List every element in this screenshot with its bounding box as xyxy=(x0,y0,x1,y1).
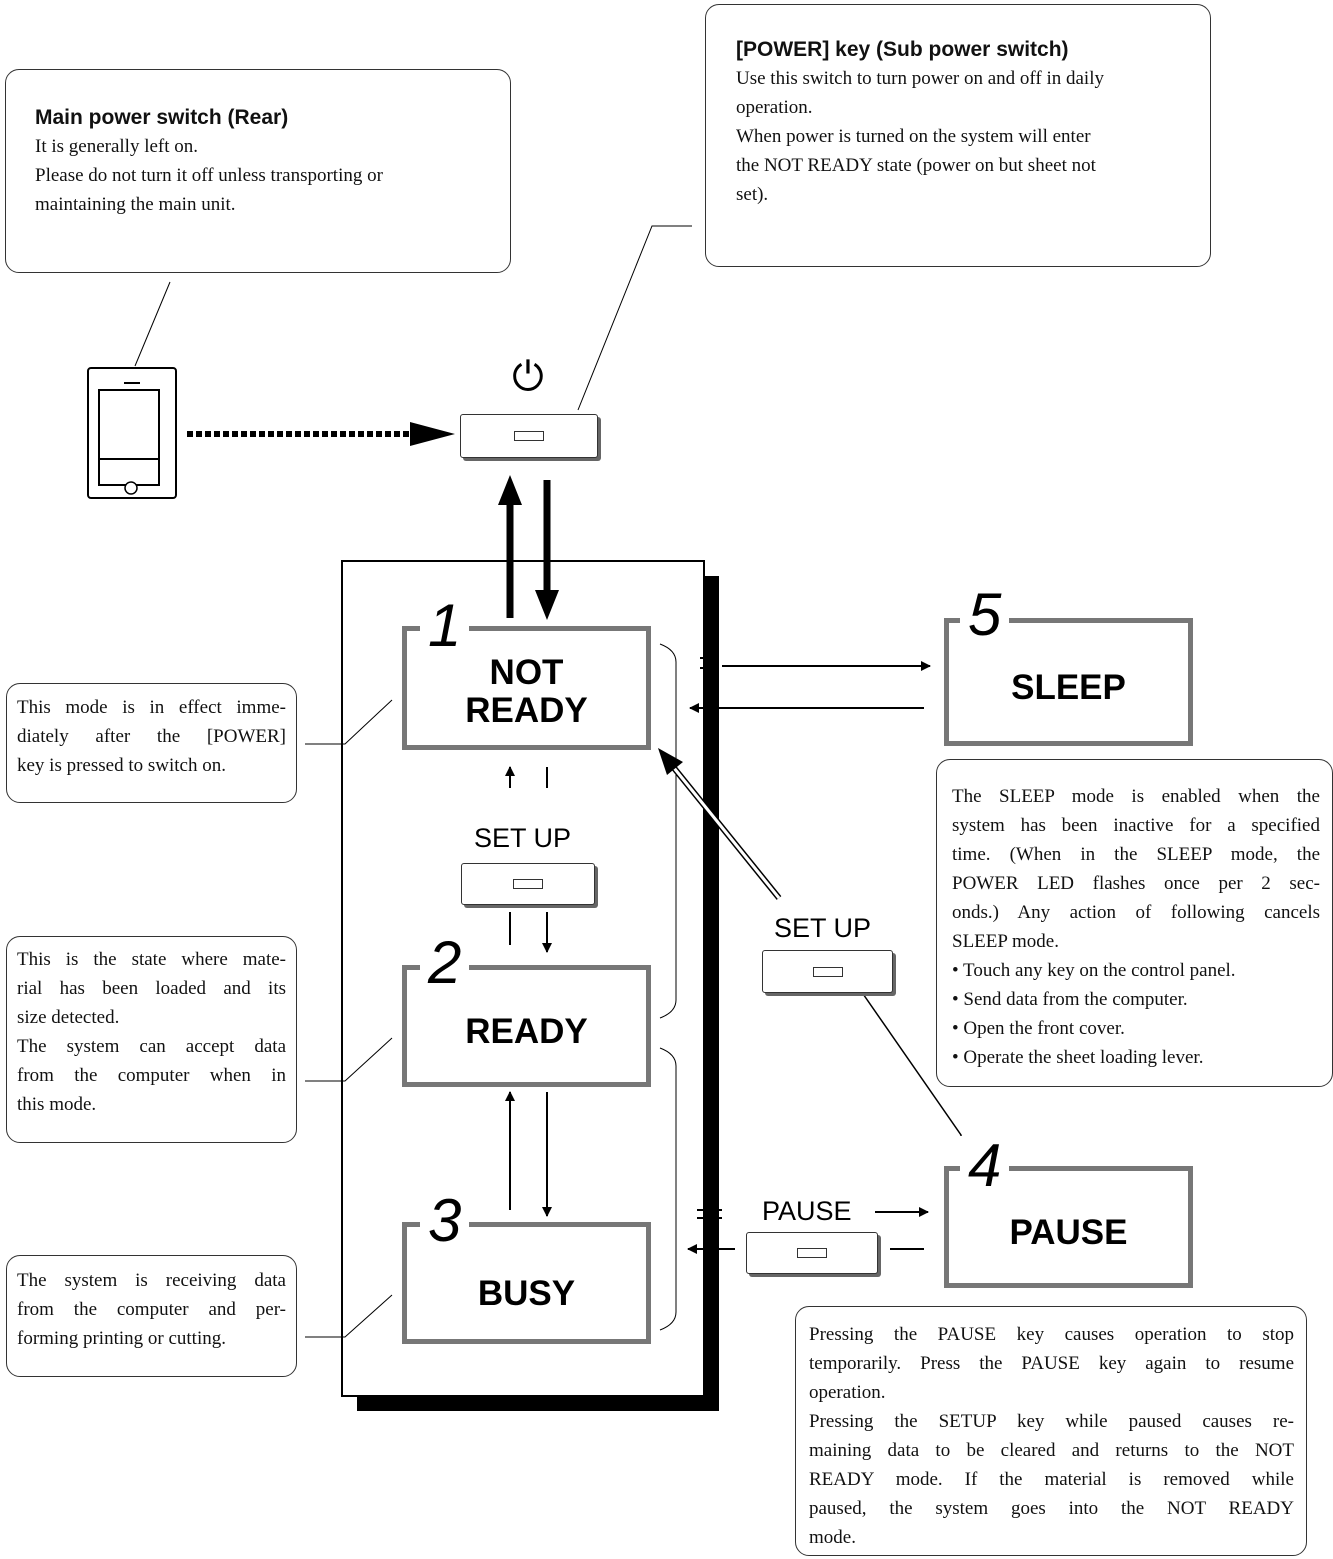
pause-note-line-3: operation. xyxy=(809,1382,886,1403)
dotted-arrowhead xyxy=(410,422,455,446)
sleep-note-line-7: • Touch any key on the control panel. xyxy=(952,960,1236,981)
ready-note-line-4: The system can accept data xyxy=(17,1036,286,1057)
sleep-note-line-5: onds.) Any action of following cancels xyxy=(952,902,1320,923)
state-number-3: 3 xyxy=(420,1191,470,1251)
power-led xyxy=(514,431,544,441)
main-power-callout: Main power switch (Rear) It is generally… xyxy=(5,69,511,273)
busy-leader xyxy=(305,1294,393,1338)
not-ready-note-line-1: This mode is in effect imme- xyxy=(17,697,286,718)
sleep-note-line-3: time. (When in the SLEEP mode, the xyxy=(952,844,1320,865)
ready-note: This is the state where mate- rial has b… xyxy=(6,936,297,1143)
power-key-line-1: Use this switch to turn power on and off… xyxy=(736,68,1104,89)
busy-note-line-2: from the computer and per- xyxy=(17,1299,286,1320)
main-power-line-2: Please do not turn it off unless transpo… xyxy=(35,165,383,186)
pause-key-label: PAUSE xyxy=(762,1196,852,1226)
main-power-title: Main power switch (Rear) xyxy=(35,106,289,129)
power-key-callout: [POWER] key (Sub power switch) Use this … xyxy=(705,4,1211,267)
pause-note-line-5: maining data to be cleared and returns t… xyxy=(809,1440,1294,1461)
setup-key-center[interactable] xyxy=(461,863,595,905)
arrow-from-power-head xyxy=(535,590,559,620)
state-not-ready-label: NOT READY xyxy=(465,654,588,730)
sleep-note-line-6: SLEEP mode. xyxy=(952,931,1059,952)
pause-note-line-4: Pressing the SETUP key while paused caus… xyxy=(809,1411,1294,1432)
bracket-upper xyxy=(659,643,677,1019)
power-key-line-2: operation. xyxy=(736,97,813,118)
power-key[interactable] xyxy=(460,414,598,458)
state-number-2: 2 xyxy=(420,933,470,993)
pause-note: Pressing the PAUSE key causes operation … xyxy=(795,1306,1307,1556)
state-not-ready-line-1: NOT xyxy=(489,653,564,692)
pause-note-line-2: temporarily. Press the PAUSE key again t… xyxy=(809,1353,1294,1374)
sleep-note-line-4: POWER LED flashes once per 2 sec- xyxy=(952,873,1320,894)
state-pause-label: PAUSE xyxy=(1009,1213,1128,1252)
sleep-note-line-10: • Operate the sheet loading lever. xyxy=(952,1047,1204,1068)
ready-note-line-3: size detected. xyxy=(17,1007,120,1028)
power-key-line-3: When power is turned on the system will … xyxy=(736,126,1091,147)
ready-note-line-1: This is the state where mate- xyxy=(17,949,286,970)
setup-arrow-inner xyxy=(668,762,781,899)
main-power-line-3: maintaining the main unit. xyxy=(35,194,236,215)
state-sleep-label: SLEEP xyxy=(1011,668,1126,707)
setup-arrow-head xyxy=(658,748,683,775)
not-ready-note-line-3: key is pressed to switch on. xyxy=(17,755,226,776)
state-number-1: 1 xyxy=(420,596,470,656)
pause-note-line-7: paused, the system goes into the NOT REA… xyxy=(809,1498,1294,1519)
not-ready-leader xyxy=(305,699,393,745)
bracket-lower xyxy=(659,1047,677,1331)
not-ready-note: This mode is in effect imme- diately aft… xyxy=(6,683,297,803)
pause-note-line-6: READY mode. If the material is removed w… xyxy=(809,1469,1294,1490)
state-busy-label: BUSY xyxy=(477,1274,576,1313)
setup-center-led xyxy=(513,879,543,889)
setup-right-label: SET UP xyxy=(774,913,872,943)
power-key-line-4: the NOT READY state (power on but sheet … xyxy=(736,155,1096,176)
sleep-note-line-2: system has been inactive for a specified xyxy=(952,815,1320,836)
setup-key-right[interactable] xyxy=(762,950,893,993)
setup-right-led xyxy=(812,966,843,977)
main-switch-icon xyxy=(87,367,177,499)
pause-note-line-1: Pressing the PAUSE key causes operation … xyxy=(809,1324,1294,1345)
state-number-5: 5 xyxy=(960,585,1010,645)
state-number-4: 4 xyxy=(960,1136,1010,1196)
ready-note-line-6: this mode. xyxy=(17,1094,97,1115)
busy-note: The system is receiving data from the co… xyxy=(6,1255,297,1377)
state-ready-label: READY xyxy=(465,1012,588,1051)
pause-key[interactable] xyxy=(746,1232,878,1274)
power-key-line-5: set). xyxy=(736,184,769,205)
state-not-ready-line-2: READY xyxy=(465,691,588,730)
main-switch-leader xyxy=(134,281,171,367)
sleep-note: The SLEEP mode is enabled when the syste… xyxy=(936,759,1333,1087)
ready-note-line-2: rial has been loaded and its xyxy=(17,978,286,999)
arrow-to-power-head xyxy=(498,475,522,505)
power-symbol-icon: ⏻ xyxy=(512,354,544,400)
power-key-leader xyxy=(577,225,692,411)
sleep-note-line-1: The SLEEP mode is enabled when the xyxy=(952,786,1320,807)
setup-center-label: SET UP xyxy=(474,823,572,853)
main-power-line-1: It is generally left on. xyxy=(35,136,199,157)
sleep-note-line-9: • Open the front cover. xyxy=(952,1018,1125,1039)
pause-led xyxy=(797,1248,827,1258)
ready-note-line-5: from the computer when in xyxy=(17,1065,286,1086)
sleep-note-line-8: • Send data from the computer. xyxy=(952,989,1188,1010)
not-ready-note-line-2: diately after the [POWER] xyxy=(17,726,286,747)
busy-note-line-3: forming printing or cutting. xyxy=(17,1328,226,1349)
ready-leader xyxy=(305,1037,393,1082)
busy-note-line-1: The system is receiving data xyxy=(17,1270,286,1291)
pause-note-line-8: mode. xyxy=(809,1527,856,1548)
power-key-title: [POWER] key (Sub power switch) xyxy=(736,38,1069,61)
